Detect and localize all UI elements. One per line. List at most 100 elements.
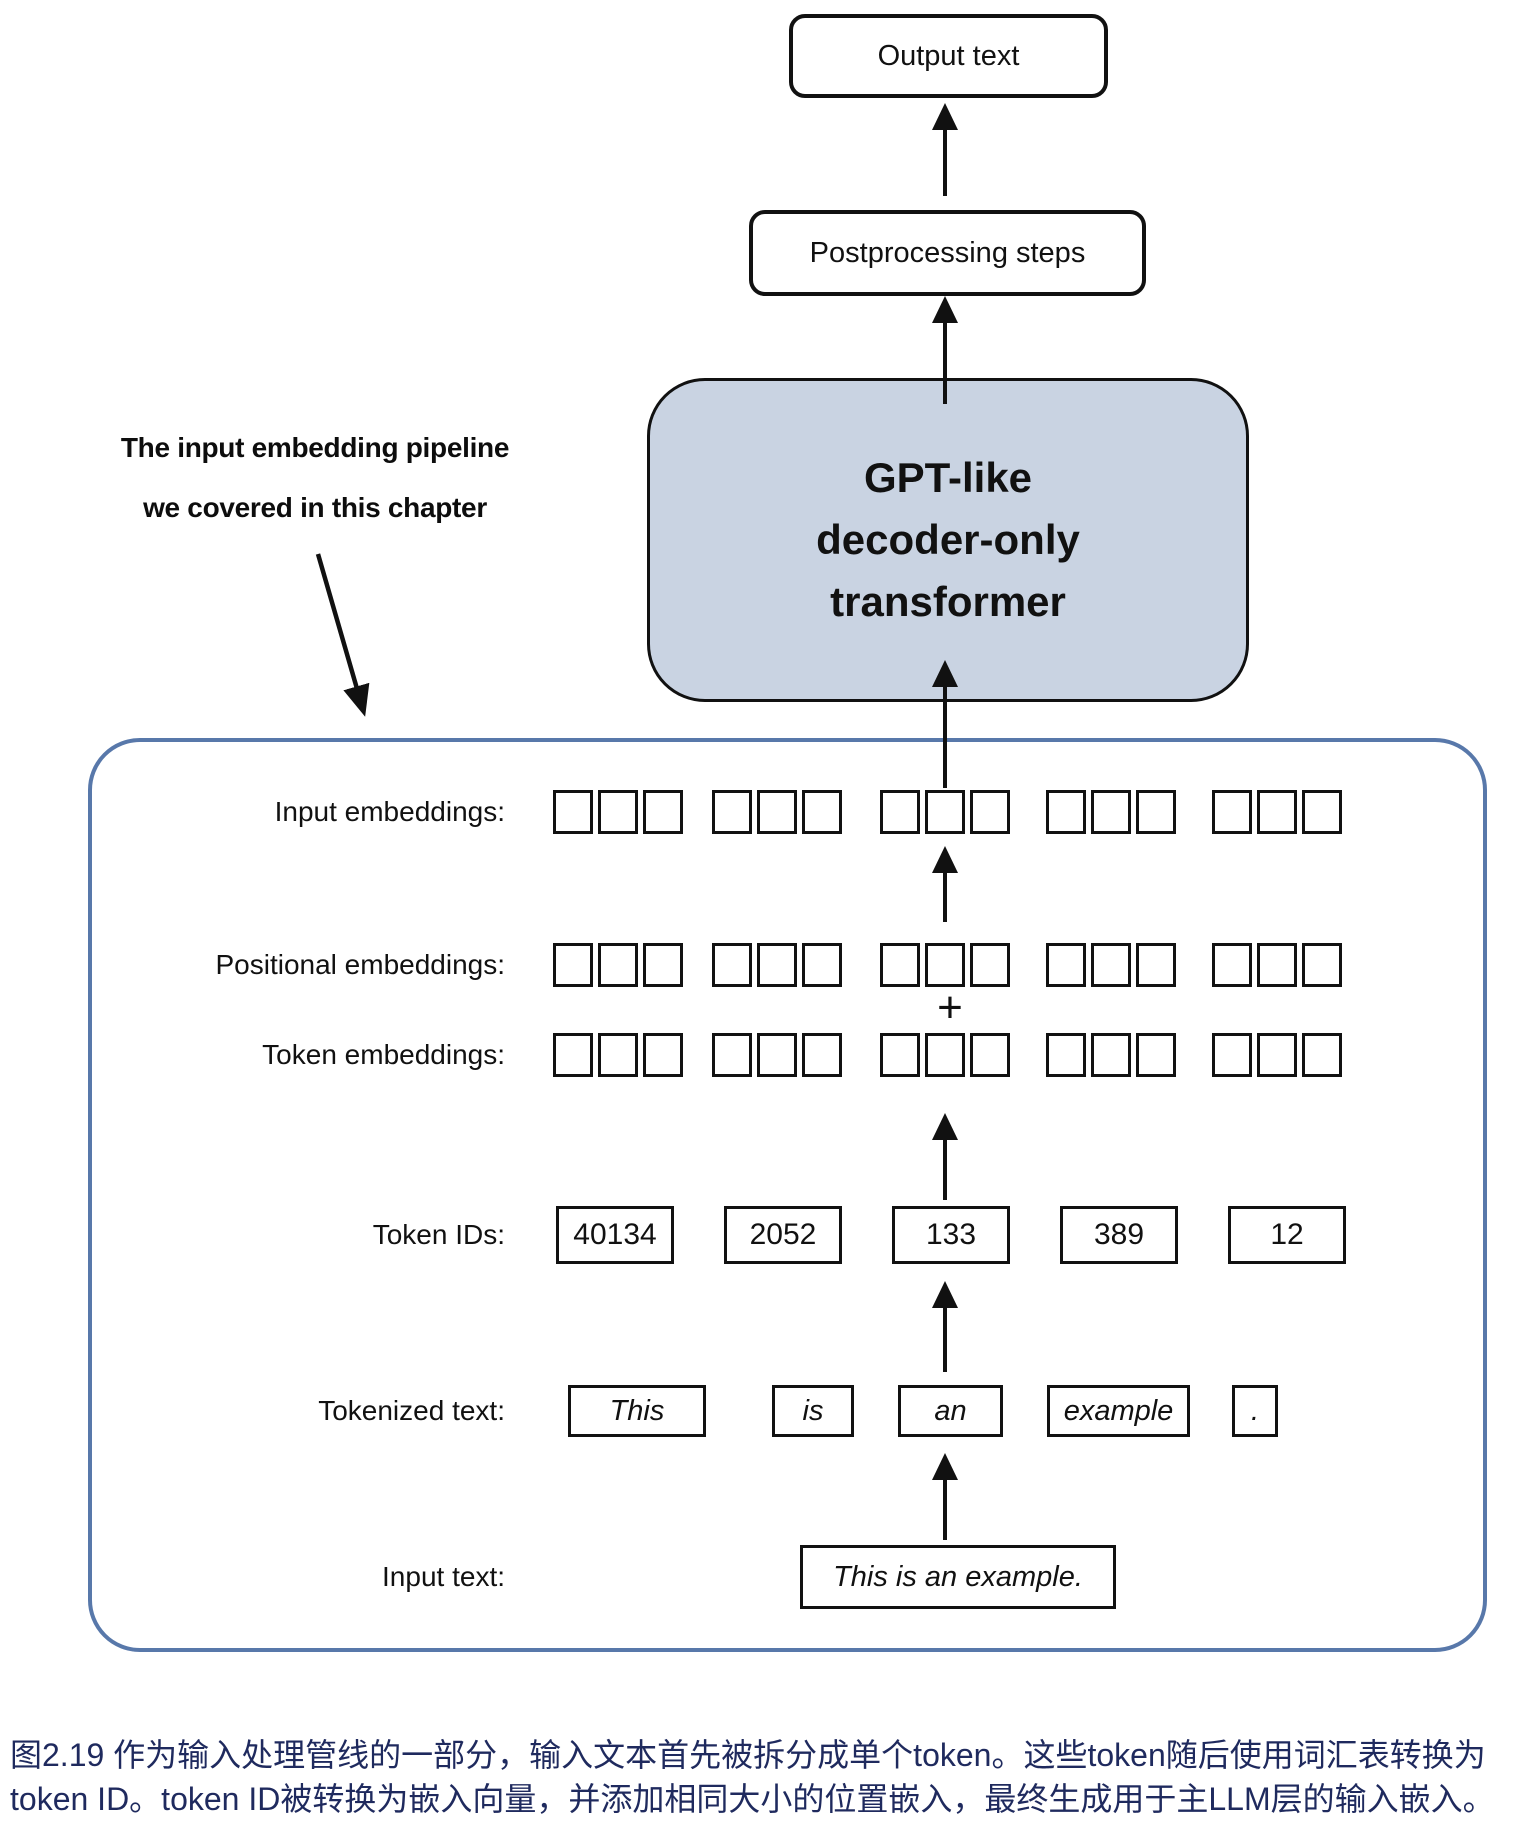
embedding-cell — [643, 790, 683, 834]
embedding-cell — [1046, 790, 1086, 834]
arrow-postprocessing-to-output — [932, 103, 958, 196]
embedding-vector-group — [553, 790, 683, 834]
token-id-box: 389 — [1060, 1206, 1178, 1264]
token-id-box: 12 — [1228, 1206, 1346, 1264]
embedding-cell — [1302, 1033, 1342, 1077]
embedding-cell — [880, 1033, 920, 1077]
annotation-note: The input embedding pipeline we covered … — [85, 418, 545, 538]
token-embeddings-label: Token embeddings: — [262, 1039, 505, 1070]
embedding-cell — [925, 1033, 965, 1077]
input-embeddings-vectors — [0, 790, 1514, 834]
annotation-line-1: The input embedding pipeline — [120, 432, 510, 463]
embedding-cell — [925, 943, 965, 987]
token-id-box: 133 — [892, 1206, 1010, 1264]
figure-caption-line-2: token ID。token ID被转换为嵌入向量，并添加相同大小的位置嵌入，最… — [10, 1781, 1495, 1817]
arrow-shaft — [943, 1303, 947, 1372]
token-box: an — [898, 1385, 1003, 1437]
embedding-cell — [757, 943, 797, 987]
embedding-vector-group — [880, 1033, 1010, 1077]
arrow-shaft — [943, 318, 947, 404]
embedding-cell — [1212, 790, 1252, 834]
gpt-box-line: transformer — [830, 578, 1066, 625]
embedding-cell — [1046, 1033, 1086, 1077]
embedding-cell — [970, 1033, 1010, 1077]
token-id-box: 2052 — [724, 1206, 842, 1264]
arrow-embeddings-to-gpt — [932, 660, 958, 788]
embedding-cell — [1257, 943, 1297, 987]
embedding-vector-group — [1046, 790, 1176, 834]
embedding-cell — [1257, 790, 1297, 834]
embedding-vector-group — [712, 790, 842, 834]
arrow-shaft — [943, 1475, 947, 1540]
tokenized-text-label: Tokenized text: — [318, 1395, 505, 1426]
input-text-value: This is an example. — [833, 1560, 1083, 1593]
plus-operator: + — [937, 983, 963, 1032]
embedding-vector-group — [880, 943, 1010, 987]
embedding-cell — [643, 943, 683, 987]
input-embedding-pipeline-container — [88, 738, 1487, 1652]
annotation-line-2: we covered in this chapter — [143, 492, 487, 523]
figure-caption-line-1: 图2.19 作为输入处理管线的一部分，输入文本首先被拆分成单个token。这些t… — [10, 1737, 1486, 1773]
token-box: is — [772, 1385, 854, 1437]
arrow-tokenized-to-token-ids — [932, 1281, 958, 1372]
embedding-vector-group — [1212, 1033, 1342, 1077]
embedding-cell — [553, 1033, 593, 1077]
embedding-cell — [1046, 943, 1086, 987]
embedding-vector-group — [553, 1033, 683, 1077]
embedding-vector-group — [1212, 790, 1342, 834]
token-embeddings-vectors — [0, 1033, 1514, 1077]
arrow-gpt-to-postprocessing — [932, 296, 958, 404]
embedding-cell — [802, 790, 842, 834]
embedding-vector-group — [1212, 943, 1342, 987]
embedding-cell — [1212, 1033, 1252, 1077]
embedding-cell — [712, 790, 752, 834]
annotation-arrow — [315, 553, 370, 717]
embedding-cell — [970, 790, 1010, 834]
token-ids-label: Token IDs: — [372, 1219, 505, 1250]
embedding-cell — [802, 1033, 842, 1077]
embedding-cell — [598, 790, 638, 834]
input-text-box: This is an example. — [800, 1545, 1116, 1609]
arrow-shaft — [943, 1135, 947, 1200]
embedding-cell — [757, 790, 797, 834]
embedding-cell — [880, 943, 920, 987]
embedding-cell — [1302, 943, 1342, 987]
arrow-token-ids-to-token-embeddings — [932, 1113, 958, 1200]
token-box: . — [1232, 1385, 1278, 1437]
arrow-input-text-to-tokenized — [932, 1453, 958, 1540]
embedding-cell — [1212, 943, 1252, 987]
positional-embeddings-label: Positional embeddings: — [215, 949, 505, 980]
embedding-cell — [598, 1033, 638, 1077]
embedding-cell — [1091, 1033, 1131, 1077]
positional-embeddings-vectors — [0, 943, 1514, 987]
embedding-cell — [712, 943, 752, 987]
arrow-shaft — [943, 125, 947, 196]
embedding-vector-group — [1046, 943, 1176, 987]
arrow-shaft — [943, 682, 947, 788]
embedding-cell — [1136, 790, 1176, 834]
embedding-cell — [1257, 1033, 1297, 1077]
postprocessing-label: Postprocessing steps — [809, 236, 1086, 269]
postprocessing-steps-node: Postprocessing steps — [749, 210, 1146, 296]
gpt-box-line: decoder-only — [816, 516, 1080, 563]
embedding-cell — [925, 790, 965, 834]
embedding-cell — [553, 943, 593, 987]
arrow-shaft — [943, 868, 947, 922]
embedding-cell — [598, 943, 638, 987]
embedding-cell — [802, 943, 842, 987]
embedding-cell — [1136, 1033, 1176, 1077]
embedding-cell — [880, 790, 920, 834]
gpt-transformer-node: GPT-like decoder-only transformer — [647, 378, 1249, 702]
embedding-cell — [553, 790, 593, 834]
embedding-vector-group — [712, 943, 842, 987]
embedding-cell — [757, 1033, 797, 1077]
embedding-cell — [970, 943, 1010, 987]
embedding-vector-group — [880, 790, 1010, 834]
input-text-label: Input text: — [382, 1561, 505, 1592]
embedding-cell — [712, 1033, 752, 1077]
embedding-cell — [643, 1033, 683, 1077]
embedding-cell — [1136, 943, 1176, 987]
gpt-box-line: GPT-like — [863, 454, 1033, 501]
token-box: This — [568, 1385, 706, 1437]
